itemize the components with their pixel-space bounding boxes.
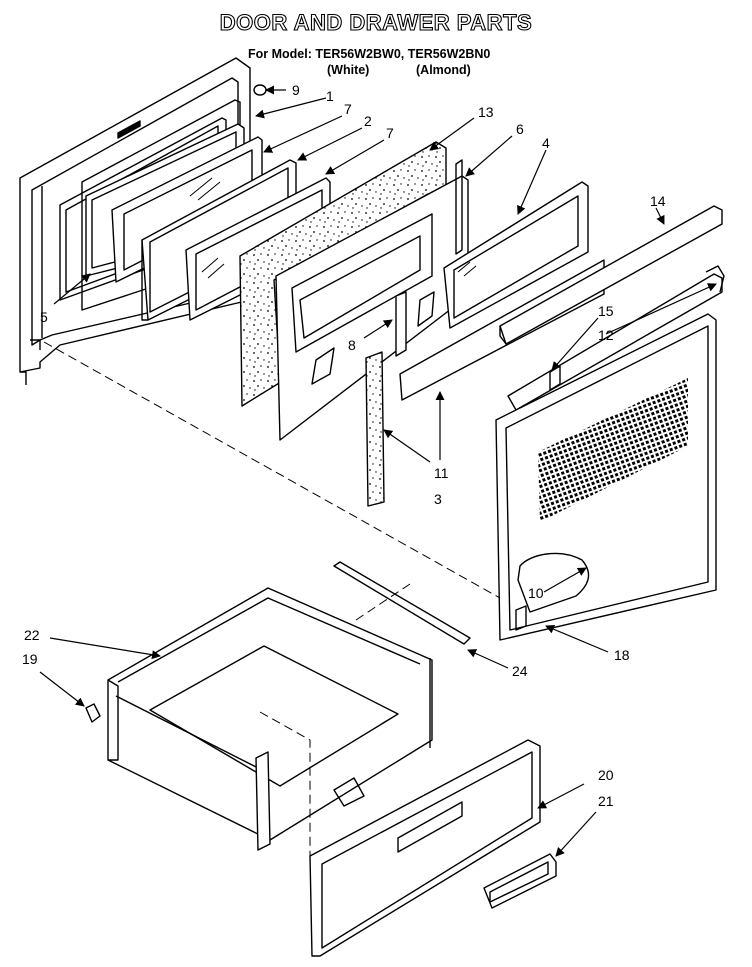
drawer-front-20 [309,739,541,957]
glass-pane-4 [443,181,589,329]
model-line: For Model: TER56W2BW0, TER56W2BN0 [248,47,491,61]
callout-7a: 7 [344,101,352,117]
alignment-lines [43,341,501,866]
callout-6: 6 [516,121,524,137]
page-title: DOOR AND DRAWER PARTS [219,9,533,35]
callout-14: 14 [650,193,666,209]
callout-18: 18 [614,647,630,663]
outer-door-18 [495,313,717,641]
callout-12: 12 [598,327,614,343]
callout-21: 21 [598,793,614,809]
rail-24 [333,561,471,645]
callout-9: 9 [292,82,300,98]
callout-7b: 7 [386,125,394,141]
drawer-tub-22 [107,587,433,851]
callout-22: 22 [24,627,40,643]
variant-white: (White) [327,63,370,77]
callout-8: 8 [348,337,356,353]
strip-3 [365,351,385,507]
callout-4: 4 [542,135,550,151]
handle-21 [483,853,557,909]
callout-15: 15 [598,303,614,319]
callout-20: 20 [598,767,614,783]
variant-almond: (Almond) [416,63,471,77]
clip-19 [85,703,101,723]
callout-3: 3 [434,491,442,507]
door-trim-14 [499,205,723,345]
screw-9 [253,84,267,96]
vent-trim-12 [507,265,725,411]
callout-24: 24 [512,663,528,679]
inner-door-liner [275,159,469,441]
clip-8 [395,291,407,357]
callout-5: 5 [40,309,48,325]
leader-lines [39,85,717,857]
callout-1: 1 [326,88,334,104]
callout-2: 2 [364,113,372,129]
callout-10: 10 [528,585,544,601]
callout-11: 11 [434,465,449,481]
callout-13: 13 [478,104,494,120]
callout-19: 19 [22,651,38,667]
callout-labels: 9 1 7 2 7 13 6 4 14 15 12 5 8 11 3 10 18… [22,82,666,809]
